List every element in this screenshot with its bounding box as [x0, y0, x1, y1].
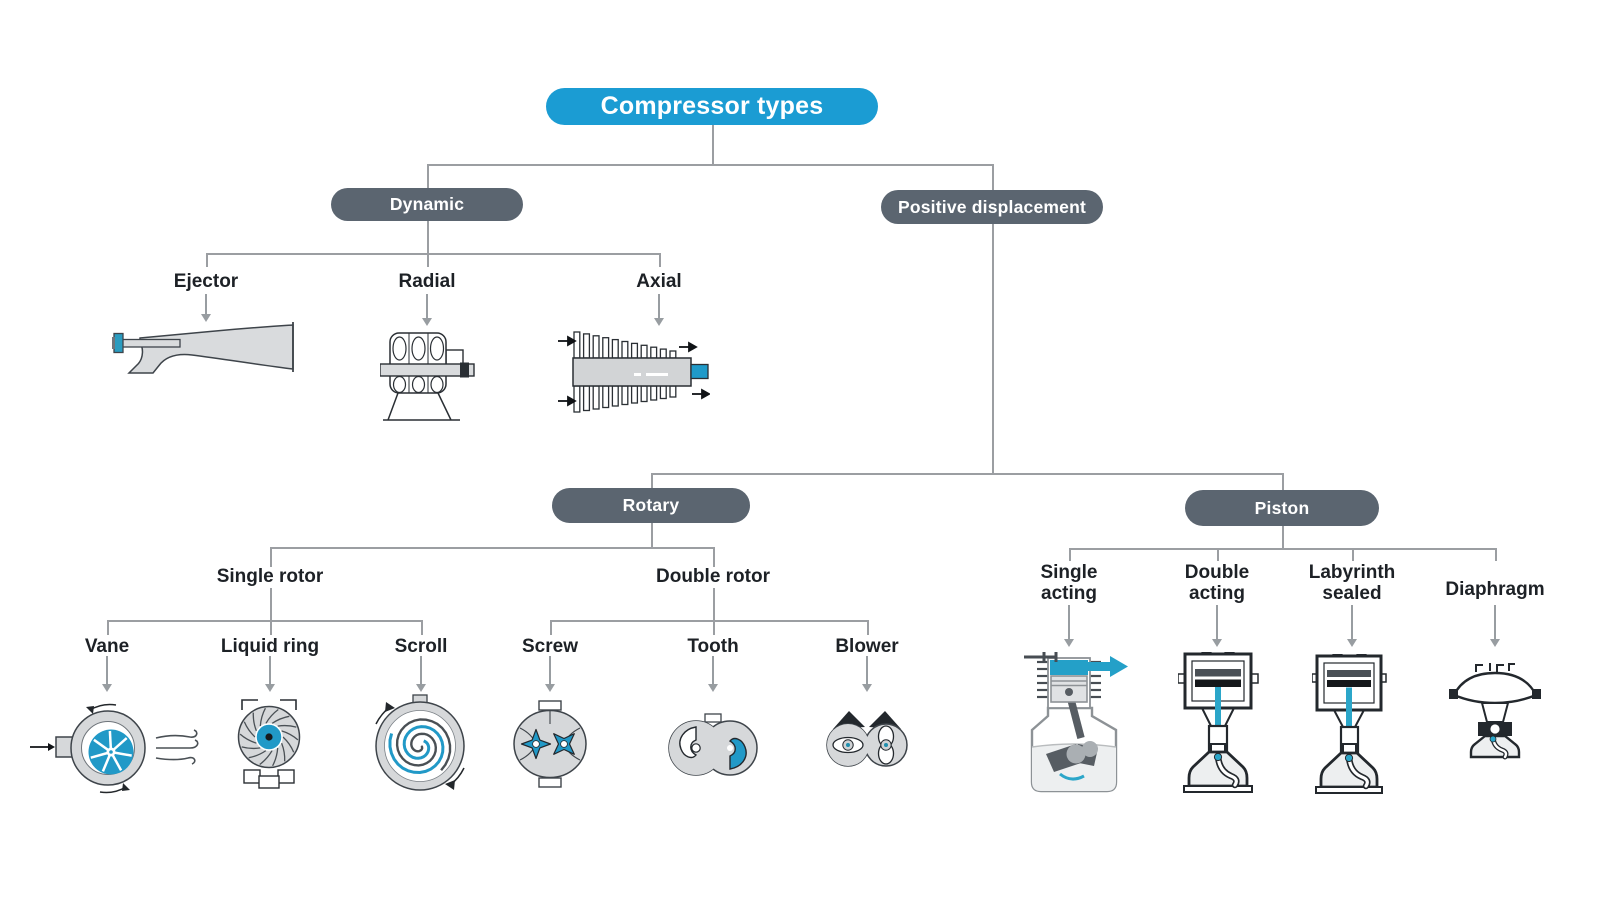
- tooth-illustration: [668, 713, 758, 776]
- connector-line: [992, 224, 994, 474]
- axial-illustration: [558, 331, 710, 413]
- label-double-rotor: Double rotor: [650, 566, 776, 588]
- label-blower: Blower: [835, 636, 899, 657]
- double-acting-illustration: [1178, 652, 1259, 793]
- arrow-down-icon: [101, 656, 113, 692]
- radial-illustration: [380, 332, 475, 421]
- arrow-down-icon: [653, 294, 665, 326]
- connector-line: [651, 473, 653, 489]
- connector-line: [427, 164, 429, 188]
- arrow-down-icon: [264, 656, 276, 692]
- connector-line: [1495, 548, 1497, 561]
- labyrinth-sealed-illustration: [1312, 654, 1387, 794]
- connector-line: [992, 164, 994, 190]
- blower-illustration: [826, 711, 908, 767]
- connector-line: [550, 620, 552, 635]
- arrow-down-icon: [1063, 605, 1075, 647]
- label-liquid-ring: Liquid ring: [220, 636, 320, 657]
- single-acting-illustration: [1024, 652, 1128, 793]
- arrow-down-icon: [421, 294, 433, 326]
- label-single-rotor: Single rotor: [210, 566, 330, 588]
- scroll-illustration: [375, 694, 465, 791]
- connector-line: [713, 547, 715, 635]
- label-tooth: Tooth: [687, 636, 739, 657]
- connector-line: [427, 221, 429, 253]
- screw-illustration: [513, 700, 587, 788]
- connector-line: [712, 125, 714, 164]
- connector-line: [270, 547, 272, 635]
- ejector-illustration: [112, 322, 294, 374]
- connector-line: [651, 473, 1283, 475]
- connector-line: [867, 620, 869, 635]
- arrow-down-icon: [415, 656, 427, 692]
- arrow-down-icon: [544, 656, 556, 692]
- vane-illustration: [30, 703, 199, 794]
- connector-line: [1282, 473, 1284, 491]
- connector-line: [550, 620, 868, 622]
- connector-line: [659, 253, 661, 267]
- connector-line: [270, 547, 714, 549]
- piston-node: Piston: [1185, 490, 1379, 526]
- arrow-down-icon: [200, 294, 212, 322]
- label-vane: Vane: [84, 636, 130, 657]
- connector-line: [427, 164, 993, 166]
- label-single-acting: Single acting: [1040, 562, 1098, 604]
- connector-line: [651, 523, 653, 548]
- label-radial: Radial: [398, 271, 456, 292]
- connector-line: [1069, 548, 1496, 550]
- rotary-node: Rotary: [552, 488, 750, 523]
- liquid-ring-illustration: [237, 699, 301, 789]
- label-screw: Screw: [522, 636, 578, 657]
- arrow-down-icon: [1346, 605, 1358, 647]
- root-node: Compressor types: [546, 88, 878, 125]
- connector-line: [1352, 548, 1354, 561]
- connector-line: [1069, 548, 1071, 561]
- label-scroll: Scroll: [394, 636, 448, 657]
- connector-line: [107, 620, 422, 622]
- arrow-down-icon: [1489, 605, 1501, 647]
- label-double-acting: Double acting: [1184, 562, 1250, 604]
- dynamic-node: Dynamic: [331, 188, 523, 221]
- connector-line: [427, 253, 429, 267]
- connector-line: [1217, 548, 1219, 561]
- arrow-down-icon: [861, 656, 873, 692]
- label-axial: Axial: [636, 271, 682, 292]
- connector-line: [206, 253, 660, 255]
- connector-line: [107, 620, 109, 635]
- diaphragm-illustration: [1449, 663, 1541, 760]
- connector-line: [421, 620, 423, 635]
- label-diaphragm: Diaphragm: [1445, 579, 1545, 600]
- arrow-down-icon: [1211, 605, 1223, 647]
- label-labyrinth-sealed: Labyrinth sealed: [1308, 562, 1396, 604]
- connector-line: [1282, 526, 1284, 548]
- connector-line: [206, 253, 208, 267]
- label-ejector: Ejector: [173, 271, 239, 292]
- arrow-down-icon: [707, 656, 719, 692]
- positive-displacement-node: Positive displacement: [881, 190, 1103, 224]
